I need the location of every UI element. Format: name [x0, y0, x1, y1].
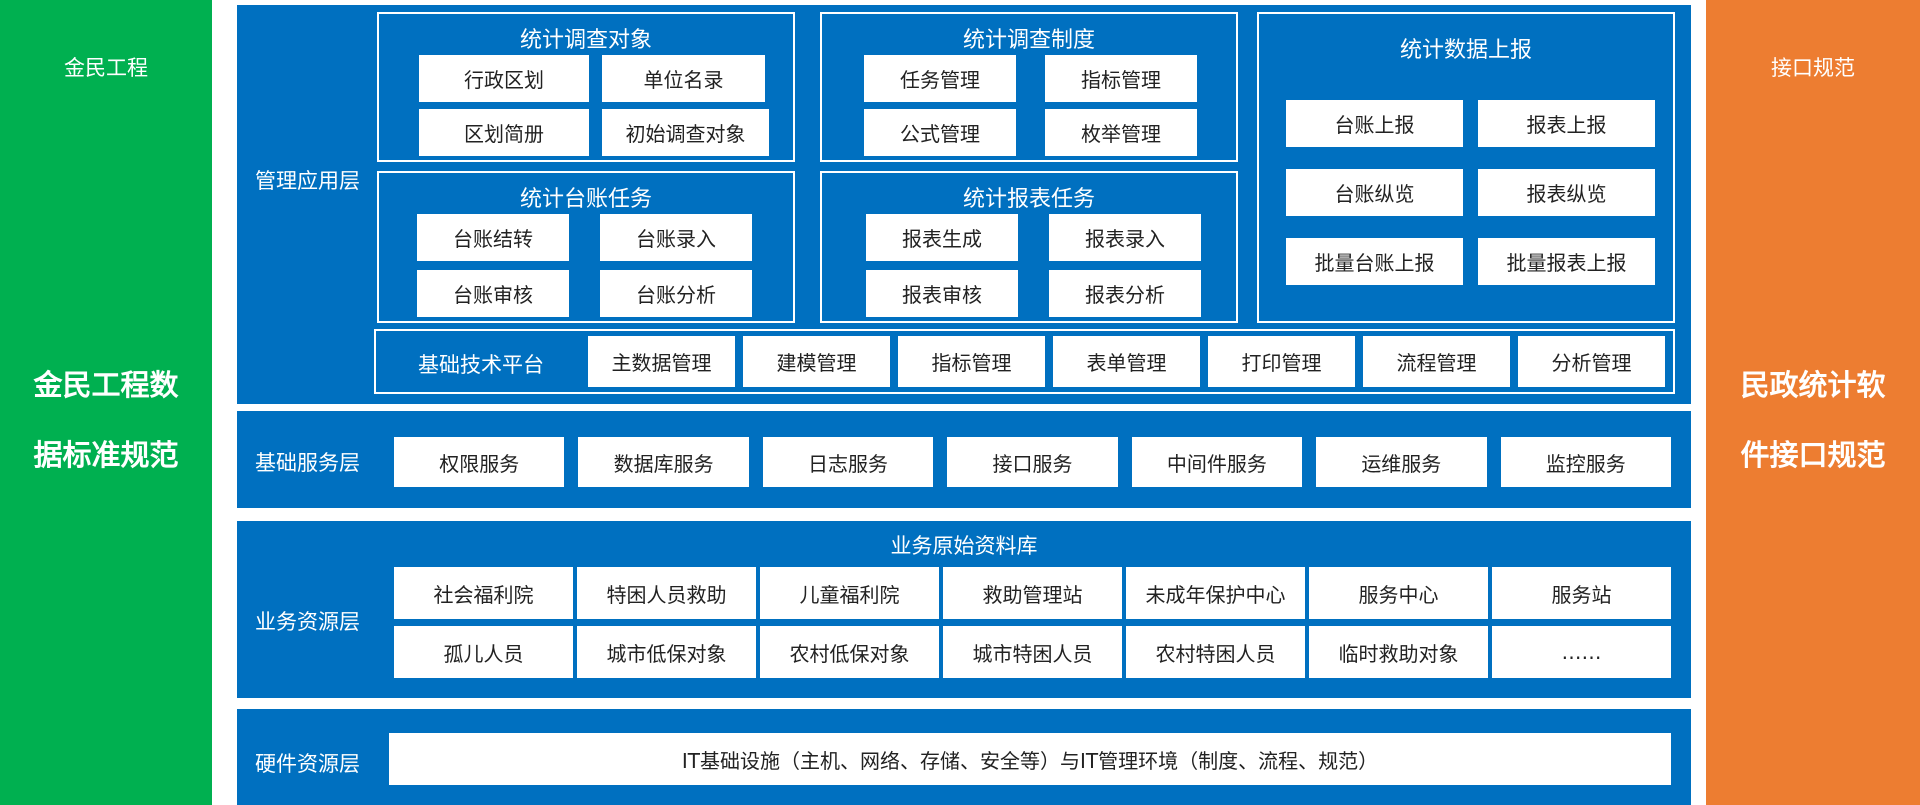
resource-item[interactable]: 特困人员救助: [577, 567, 756, 619]
platform-item[interactable]: 建模管理: [743, 336, 890, 387]
resource-item[interactable]: 社会福利院: [394, 567, 573, 619]
service-item[interactable]: 中间件服务: [1131, 437, 1303, 487]
business-layer-label: 业务资源层: [255, 610, 360, 634]
platform-item[interactable]: 打印管理: [1208, 336, 1355, 387]
resource-item[interactable]: 临时救助对象: [1309, 626, 1488, 678]
item-button[interactable]: 台账录入: [600, 214, 752, 261]
item-button[interactable]: 指标管理: [1045, 55, 1197, 102]
left-panel-main-line2: 据标准规范: [33, 438, 179, 472]
box-title: 统计数据上报: [1399, 38, 1532, 63]
resource-item[interactable]: ……: [1492, 626, 1671, 678]
platform-item[interactable]: 表单管理: [1053, 336, 1200, 387]
item-button[interactable]: 区划简册: [419, 109, 589, 156]
resource-item[interactable]: 城市特困人员: [943, 626, 1122, 678]
service-item[interactable]: 监控服务: [1500, 437, 1671, 487]
hardware-content: IT基础设施（主机、网络、存储、安全等）与IT管理环境（制度、流程、规范）: [389, 733, 1671, 785]
box-title: 统计调查制度: [962, 28, 1095, 53]
right-panel-title: 接口规范: [1771, 56, 1855, 80]
report-task-box: 统计报表任务 报表生成 报表录入 报表审核 报表分析: [820, 171, 1238, 323]
resource-item[interactable]: 城市低保对象: [577, 626, 756, 678]
management-layer: 管理应用层 统计调查对象 行政区划 单位名录 区划简册 初始调查对象 统计调查制…: [237, 5, 1691, 404]
survey-system-box: 统计调查制度 任务管理 指标管理 公式管理 枚举管理: [820, 12, 1238, 162]
resource-item[interactable]: 救助管理站: [943, 567, 1122, 619]
right-interface-panel: 接口规范 民政统计软件接口规范: [1706, 0, 1920, 805]
resource-item[interactable]: 未成年保护中心: [1126, 567, 1305, 619]
item-button[interactable]: 任务管理: [864, 55, 1016, 102]
survey-object-box: 统计调查对象 行政区划 单位名录 区划简册 初始调查对象: [377, 12, 795, 162]
item-button[interactable]: 报表录入: [1049, 214, 1201, 261]
resource-item[interactable]: 农村低保对象: [760, 626, 939, 678]
left-panel-main-line1: 金民工程数: [33, 368, 179, 402]
tech-platform-box: 基础技术平台 主数据管理 建模管理 指标管理 表单管理 打印管理 流程管理 分析…: [374, 329, 1675, 394]
item-button[interactable]: 批量台账上报: [1286, 238, 1463, 285]
item-button[interactable]: 报表纵览: [1478, 169, 1655, 216]
management-layer-label: 管理应用层: [255, 169, 360, 193]
ledger-task-box: 统计台账任务 台账结转 台账录入 台账审核 台账分析: [377, 171, 795, 323]
business-title: 业务原始资料库: [890, 534, 1038, 558]
platform-item[interactable]: 分析管理: [1518, 336, 1665, 387]
item-button[interactable]: 初始调查对象: [602, 109, 769, 156]
platform-item[interactable]: 指标管理: [898, 336, 1045, 387]
resource-item[interactable]: 农村特困人员: [1126, 626, 1305, 678]
hardware-layer-label: 硬件资源层: [255, 752, 360, 776]
item-button[interactable]: 台账上报: [1286, 100, 1463, 147]
resource-item[interactable]: 服务站: [1492, 567, 1671, 619]
service-item[interactable]: 日志服务: [762, 437, 934, 487]
resource-item[interactable]: 服务中心: [1309, 567, 1488, 619]
item-button[interactable]: 台账纵览: [1286, 169, 1463, 216]
platform-item[interactable]: 主数据管理: [588, 336, 735, 387]
business-resource-layer: 业务资源层 业务原始资料库 社会福利院 特困人员救助 儿童福利院 救助管理站 未…: [237, 521, 1691, 698]
service-item[interactable]: 运维服务: [1316, 437, 1487, 487]
resource-item[interactable]: 孤儿人员: [394, 626, 573, 678]
item-button[interactable]: 单位名录: [602, 55, 765, 102]
platform-label: 基础技术平台: [418, 353, 544, 377]
data-report-box: 统计数据上报 台账上报 报表上报 台账纵览 报表纵览 批量台账上报 批量报表上报: [1257, 12, 1675, 323]
left-standard-panel: 金民工程 金民工程数据标准规范: [0, 0, 212, 805]
item-button[interactable]: 行政区划: [419, 55, 589, 102]
resource-item[interactable]: 儿童福利院: [760, 567, 939, 619]
item-button[interactable]: 批量报表上报: [1478, 238, 1655, 285]
item-button[interactable]: 枚举管理: [1045, 109, 1197, 156]
item-button[interactable]: 台账结转: [417, 214, 569, 261]
platform-item[interactable]: 流程管理: [1363, 336, 1510, 387]
box-title: 统计调查对象: [519, 28, 652, 53]
base-service-label: 基础服务层: [255, 451, 360, 475]
hardware-resource-layer: 硬件资源层 IT基础设施（主机、网络、存储、安全等）与IT管理环境（制度、流程、…: [237, 709, 1691, 805]
item-button[interactable]: 台账分析: [600, 270, 752, 317]
item-button[interactable]: 报表分析: [1049, 270, 1201, 317]
service-item[interactable]: 权限服务: [394, 437, 565, 487]
item-button[interactable]: 公式管理: [864, 109, 1016, 156]
service-item[interactable]: 接口服务: [947, 437, 1118, 487]
item-button[interactable]: 台账审核: [417, 270, 569, 317]
right-panel-main-line2: 件接口规范: [1740, 438, 1886, 472]
item-button[interactable]: 报表生成: [866, 214, 1018, 261]
box-title: 统计报表任务: [962, 187, 1095, 212]
left-panel-title: 金民工程: [64, 56, 148, 80]
item-button[interactable]: 报表审核: [866, 270, 1018, 317]
base-service-layer: 基础服务层 权限服务 数据库服务 日志服务 接口服务 中间件服务 运维服务 监控…: [237, 411, 1691, 508]
service-item[interactable]: 数据库服务: [578, 437, 749, 487]
right-panel-main-line1: 民政统计软: [1740, 368, 1886, 402]
box-title: 统计台账任务: [519, 187, 652, 212]
item-button[interactable]: 报表上报: [1478, 100, 1655, 147]
